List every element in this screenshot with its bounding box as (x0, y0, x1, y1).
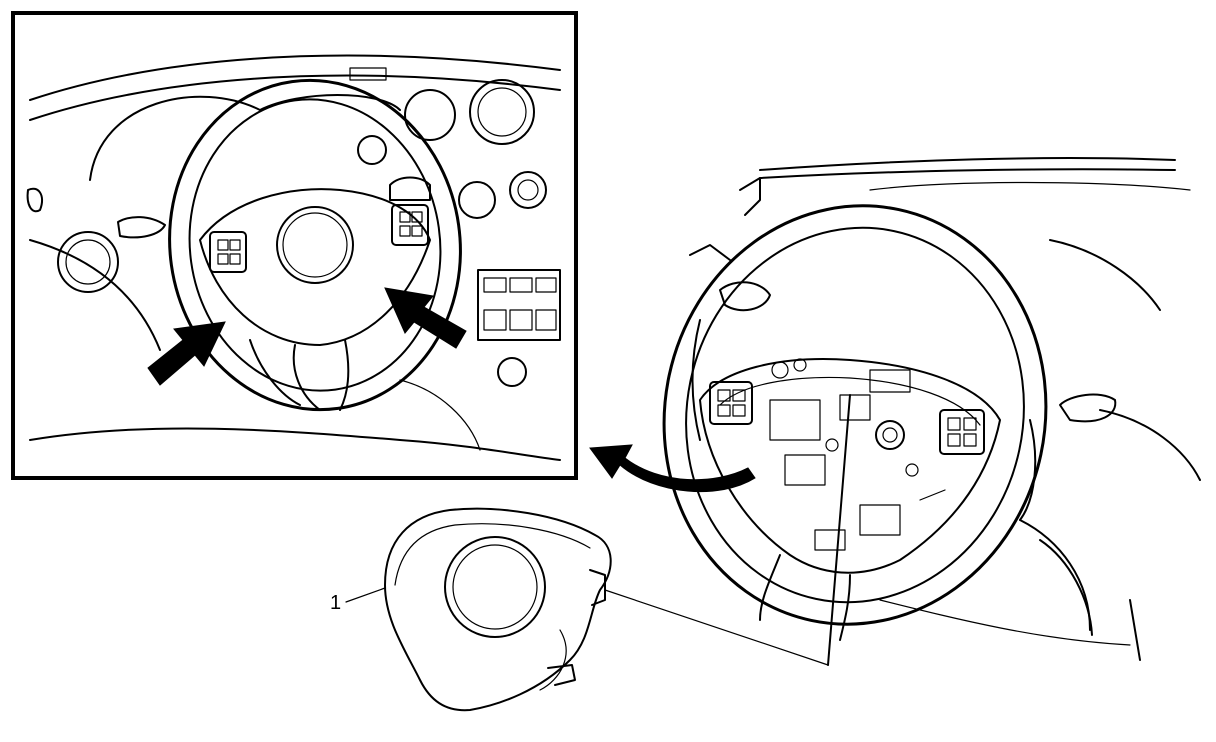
airbag-module (383, 507, 612, 712)
airbag-emblem-ring (444, 536, 546, 638)
airbag-leader-line (604, 589, 829, 666)
main-view (604, 157, 1201, 666)
inset-dashboard (26, 54, 561, 461)
callout-label-1: 1 (330, 592, 341, 614)
right-release-arrow (384, 287, 467, 349)
main-steering-wheel (662, 204, 1048, 666)
airbag-cover (383, 507, 612, 712)
view-transition-arrow (589, 444, 756, 493)
inset-steering-wheel (117, 78, 462, 412)
main-dashboard (689, 157, 1201, 661)
inset-detail-view (11, 11, 578, 480)
left-release-arrow (147, 321, 226, 386)
callout-leader-1 (345, 587, 386, 603)
inset-frame (11, 11, 578, 480)
inset-pointer-arrows (147, 287, 467, 386)
callout-1: 1 (330, 587, 386, 614)
